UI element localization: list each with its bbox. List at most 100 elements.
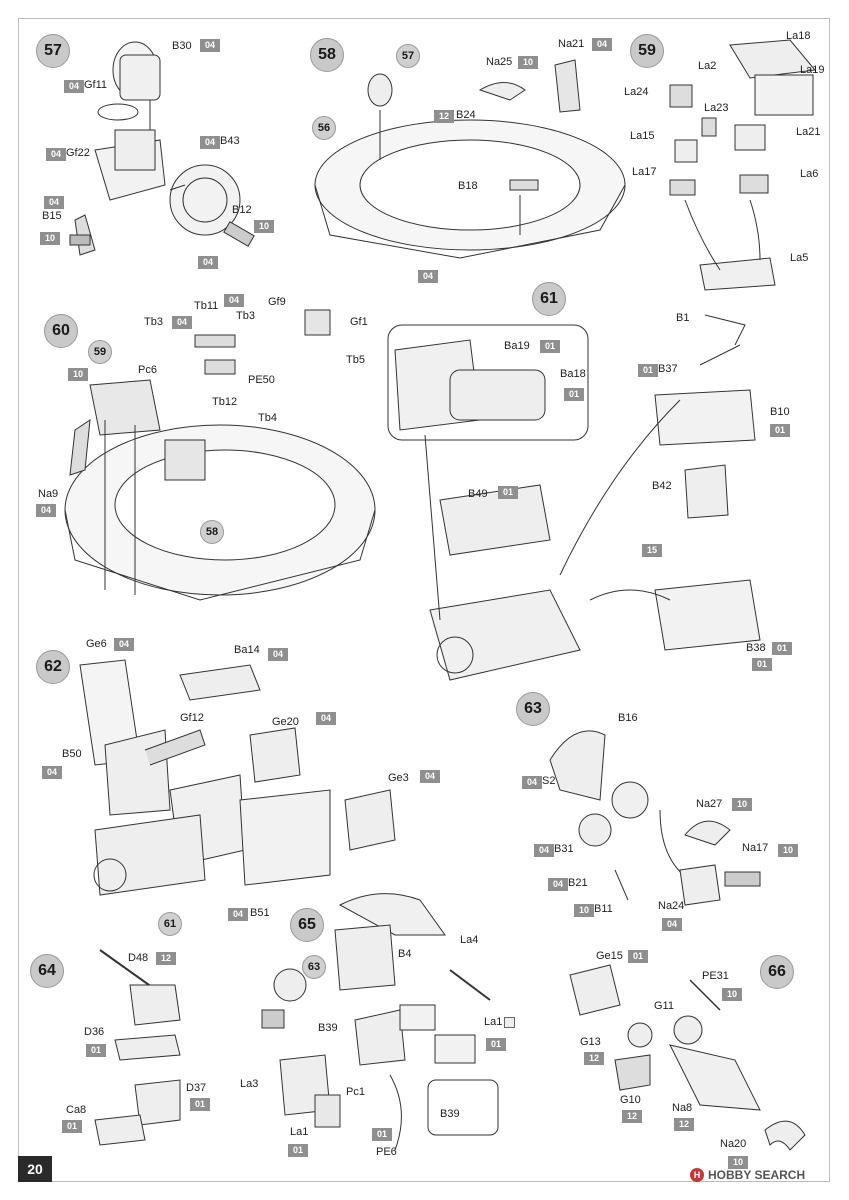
part-label-B31: B31	[554, 843, 574, 855]
part-label-G11: G11	[654, 1000, 674, 1012]
sprue-badge: 12	[584, 1052, 604, 1065]
sprue-badge: 01	[564, 388, 584, 401]
part-label-B42: B42	[652, 480, 672, 492]
step64-drawing	[94, 949, 181, 1146]
part-label-Na9: Na9	[38, 488, 59, 500]
part-label-B49: B49	[468, 488, 488, 500]
sprue-badge: 01	[770, 424, 790, 437]
sprue-badge: 01	[628, 950, 648, 963]
subref-61: 61	[158, 912, 182, 936]
step-number-58: 58	[310, 38, 344, 72]
part-label-D36: D36	[84, 1026, 105, 1038]
sprue-badge: 04	[200, 39, 220, 52]
inset-label-B39: B39	[440, 1108, 460, 1120]
part-label-La18: La18	[786, 30, 811, 42]
step59-drawing	[669, 39, 816, 291]
part-label-B4: B4	[398, 948, 412, 960]
sprue-badge: 12	[156, 952, 176, 965]
sprue-badge: 10	[574, 904, 594, 917]
part-label-La6: La6	[800, 168, 819, 180]
sprue-badge: 04	[592, 38, 612, 51]
sprue-badge: 01	[288, 1144, 308, 1157]
step-number-57: 57	[36, 34, 70, 68]
sprue-badge: 04	[198, 256, 218, 269]
sprue-badge: 10	[778, 844, 798, 857]
page-number: 20	[18, 1156, 52, 1182]
part-label-Ba19: Ba19	[504, 340, 530, 352]
part-label-B38: B38	[746, 642, 766, 654]
sprue-badge: 01	[638, 364, 658, 377]
subref-57: 57	[396, 44, 420, 68]
sprue-badge: 04	[42, 766, 62, 779]
part-label-Na27: Na27	[696, 798, 723, 810]
part-label-B39: B39	[318, 1022, 338, 1034]
step57-drawing	[69, 41, 255, 256]
part-label-Gf22: Gf22	[66, 147, 90, 159]
part-label-B24: B24	[456, 109, 476, 121]
sprue-badge: 10	[722, 988, 742, 1001]
sprue-badge: 04	[46, 148, 66, 161]
subref-59: 59	[88, 340, 112, 364]
sprue-badge: 04	[522, 776, 542, 789]
sprue-badge: 01	[190, 1098, 210, 1111]
watermark-logo-icon: H	[690, 1168, 704, 1182]
sprue-badge: 12	[622, 1110, 642, 1123]
step61-drawing	[387, 314, 761, 681]
source-watermark: H HOBBY SEARCH	[690, 1168, 805, 1182]
step-number-60: 60	[44, 314, 78, 348]
sprue-badge: 04	[114, 638, 134, 651]
sprue-badge: 04	[420, 770, 440, 783]
sprue-badge: 10	[40, 232, 60, 245]
sprue-badge: 10	[518, 56, 538, 69]
part-label-B21: B21	[568, 877, 588, 889]
sprue-badge: 01	[372, 1128, 392, 1141]
part-label-PE50: PE50	[248, 374, 275, 386]
page-border	[18, 18, 830, 1182]
part-label-La1: La1	[484, 1016, 516, 1029]
step-number-66: 66	[760, 955, 794, 989]
part-label-B15: B15	[42, 210, 62, 222]
sprue-badge: 04	[548, 878, 568, 891]
part-label-La5: La5	[790, 252, 809, 264]
subref-63: 63	[302, 955, 326, 979]
part-label-Pc1: Pc1	[346, 1086, 365, 1098]
step-number-65: 65	[290, 908, 324, 942]
sprue-badge: 01	[486, 1038, 506, 1051]
part-label-Ge15: Ge15	[596, 950, 623, 962]
sprue-badge: 10	[68, 368, 88, 381]
part-label-La3: La3	[240, 1078, 259, 1090]
part-label-Tb4: Tb4	[258, 412, 277, 424]
part-label-Gf11: Gf11	[84, 79, 108, 91]
sprue-badge: 04	[662, 918, 682, 931]
part-label-PE6: PE6	[376, 1146, 397, 1158]
sprue-badge: 04	[228, 908, 248, 921]
step66-drawing	[569, 964, 806, 1151]
part-label-Na8: Na8	[672, 1102, 693, 1114]
part-label-Na21: Na21	[558, 38, 585, 50]
part-label-D48: D48	[128, 952, 149, 964]
part-label-Ca8: Ca8	[66, 1104, 87, 1116]
sprue-badge: 12	[434, 110, 454, 123]
part-label-PE31: PE31	[702, 970, 729, 982]
part-label-Ba18: Ba18	[560, 368, 586, 380]
part-label-Na25: Na25	[486, 56, 513, 68]
step-number-64: 64	[30, 954, 64, 988]
sprue-badge: 04	[44, 196, 64, 209]
pe-part-icon	[504, 1016, 516, 1028]
part-label-Tb12: Tb12	[212, 396, 238, 408]
subref-58: 58	[200, 520, 224, 544]
sprue-badge: 04	[172, 316, 192, 329]
part-label-B1: B1	[676, 312, 690, 324]
part-label-B37: B37	[658, 363, 678, 375]
part-label-B30: B30	[172, 40, 192, 52]
part-label-Ge3: Ge3	[388, 772, 409, 784]
part-label-Ge20: Ge20	[272, 716, 299, 728]
part-label-La23: La23	[704, 102, 729, 114]
part-label-Na24: Na24	[658, 900, 685, 912]
part-label-La17: La17	[632, 166, 657, 178]
part-label-Tb5: Tb5	[346, 354, 365, 366]
step65-drawing	[261, 893, 499, 1151]
sprue-badge: 04	[36, 504, 56, 517]
part-label-La4: La4	[460, 934, 479, 946]
part-label-B18: B18	[458, 180, 478, 192]
